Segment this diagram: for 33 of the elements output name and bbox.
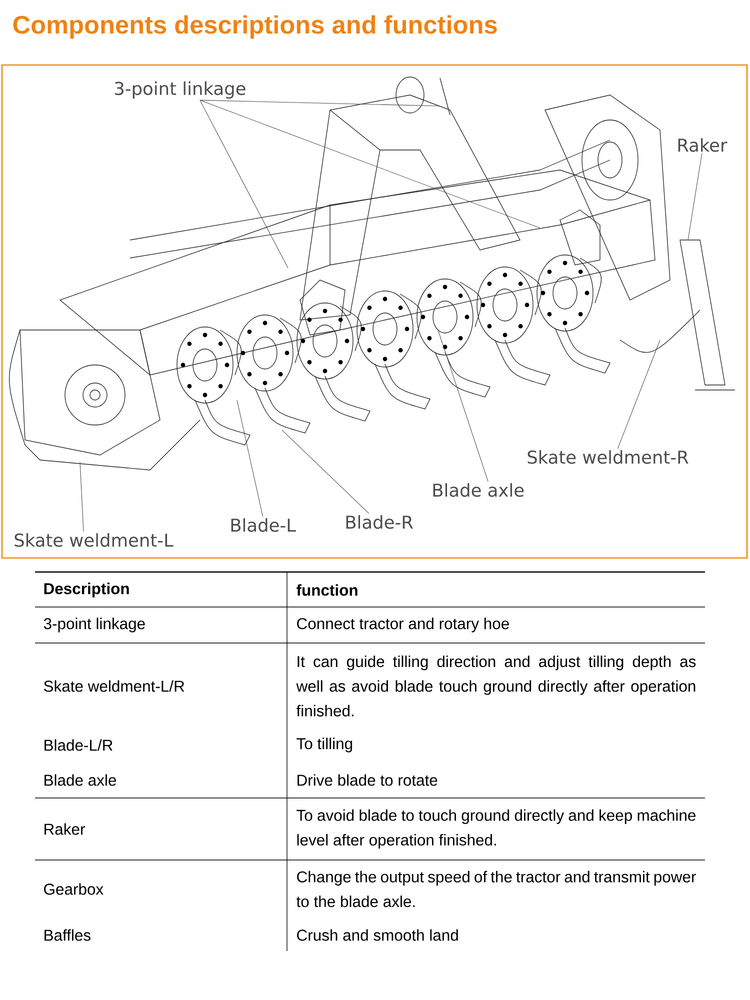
callout-label: Blade-R — [346, 515, 413, 529]
callout-label: Blade axle — [433, 483, 524, 497]
column-header: function — [296, 584, 358, 596]
callout-label: Skate weldment-R — [528, 450, 688, 464]
description-text: Gearbox — [44, 883, 104, 895]
column-header: Description — [44, 582, 129, 598]
title: Components descriptions and functions — [13, 15, 497, 39]
function-text: It can guide tilling direction and adjust tilling depth as well as avoid blade touch ground directly after operation finished. — [296, 656, 696, 716]
callout-label: Blade-L — [231, 518, 296, 532]
function-text: Crush and smooth land — [297, 929, 458, 941]
leader-line — [200, 100, 440, 106]
function-text: Connect tractor and rotary hoe — [297, 618, 509, 632]
callout-label: Skate weldment-L — [14, 533, 174, 547]
function-text: To tilling — [296, 738, 352, 752]
callout-label: 3-point linkage — [114, 81, 246, 99]
description-text: Baffles — [44, 929, 90, 941]
function-text: Change the output speed of the tractor and transmit power to the blade axle. — [296, 870, 696, 908]
leader-line — [688, 153, 702, 240]
leader-line — [438, 330, 488, 482]
leader-line — [617, 340, 660, 449]
leader-line — [200, 100, 540, 228]
function-text: To avoid blade to touch ground directly and keep machine level after operation finished. — [296, 809, 696, 849]
function-text: Drive blade to rotate — [298, 774, 438, 786]
leader-line — [236, 400, 264, 517]
leader-line — [282, 430, 370, 514]
leader-line — [80, 462, 84, 532]
description-text: Blade-L/R — [44, 739, 112, 751]
description-text: Raker — [44, 823, 85, 835]
leader-line — [200, 100, 288, 268]
description-text: Skate weldment-L/R — [44, 680, 184, 692]
description-text: 3-point linkage — [44, 618, 145, 632]
description-text: Blade axle — [44, 774, 116, 786]
callout-label: Raker — [678, 138, 728, 152]
